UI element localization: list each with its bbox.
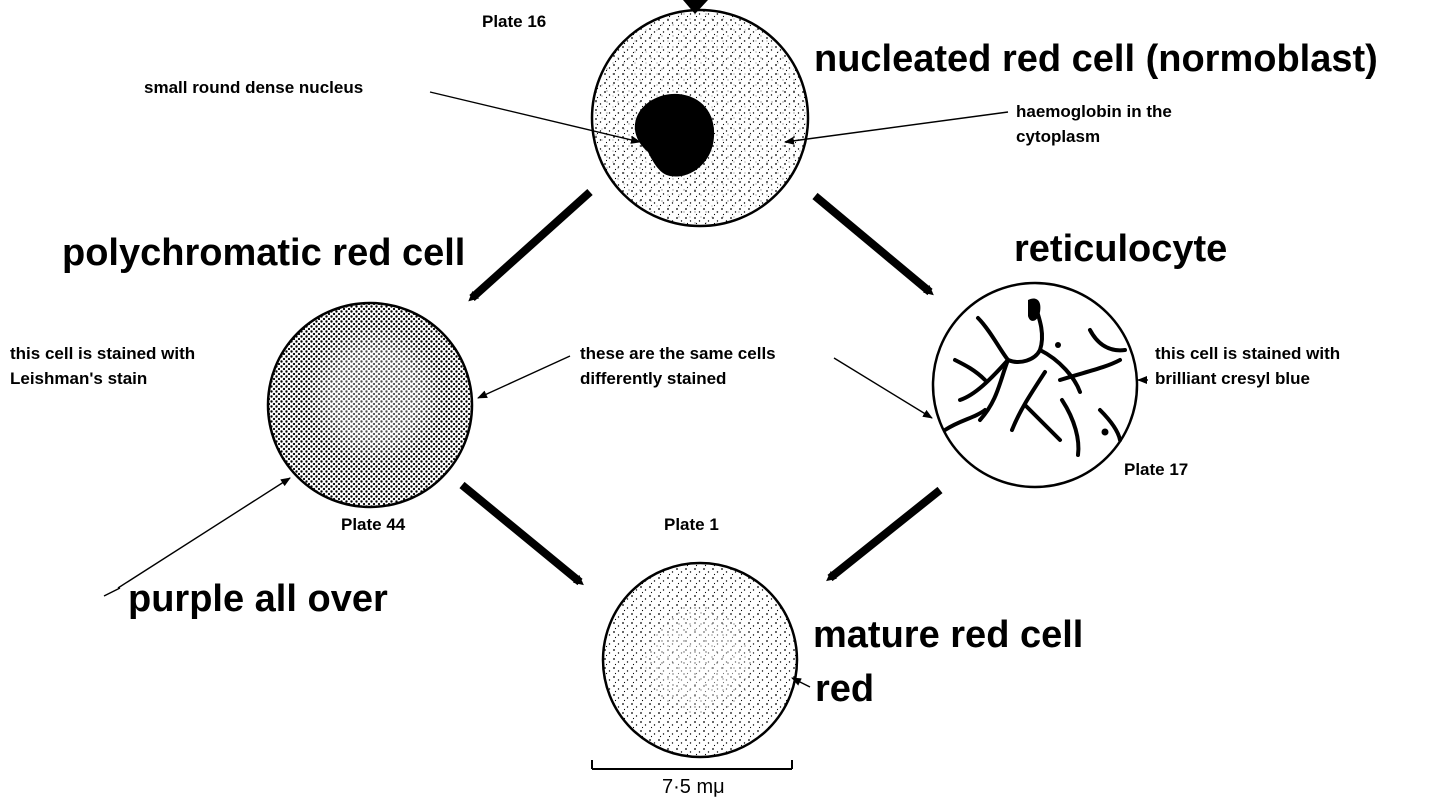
polychromatic-cell (268, 303, 472, 507)
pointer-haemoglobin (785, 112, 1008, 142)
annotation-haemoglobin-line1: haemoglobin in the (1016, 102, 1172, 122)
title-polychromatic: polychromatic red cell (62, 232, 465, 276)
arrow-to-polychromatic (472, 192, 590, 298)
scale-bar (592, 760, 792, 769)
reticulocyte-cell (933, 283, 1137, 487)
pointer-same-to-retic (834, 358, 932, 418)
pointer-same-to-poly (478, 356, 570, 398)
pointer-purple-stub (104, 588, 120, 596)
title-mature: mature red cell (813, 614, 1083, 658)
arrow-retic-to-mature (830, 490, 940, 578)
annotation-cresyl-line1: this cell is stained with (1155, 344, 1340, 364)
scale-label: 7·5 mμ (662, 776, 725, 799)
annotation-leishman-line1: this cell is stained with (10, 344, 195, 364)
annotation-same-cells-line2: differently stained (580, 369, 726, 389)
annotation-same-cells-line1: these are the same cells (580, 344, 776, 364)
title-purple-all-over: purple all over (128, 578, 388, 622)
plate-16-label: Plate 16 (482, 12, 546, 32)
title-reticulocyte: reticulocyte (1014, 228, 1227, 272)
annotation-haemoglobin-line2: cytoplasm (1016, 127, 1100, 147)
pointer-purple-line (118, 478, 290, 588)
plate-17-label: Plate 17 (1124, 460, 1188, 480)
plate-44-label: Plate 44 (341, 515, 405, 535)
arrow-poly-to-mature (462, 485, 580, 582)
normoblast-cell (592, 10, 808, 226)
annotation-cresyl-line2: brilliant cresyl blue (1155, 369, 1310, 389)
arrow-to-reticulocyte (815, 196, 930, 292)
annotation-leishman-line2: Leishman's stain (10, 369, 147, 389)
plate-1-label: Plate 1 (664, 515, 719, 535)
mature-red-cell (603, 563, 797, 757)
title-red: red (815, 668, 874, 712)
title-normoblast: nucleated red cell (normoblast) (814, 38, 1378, 82)
annotation-nucleus: small round dense nucleus (144, 78, 363, 98)
